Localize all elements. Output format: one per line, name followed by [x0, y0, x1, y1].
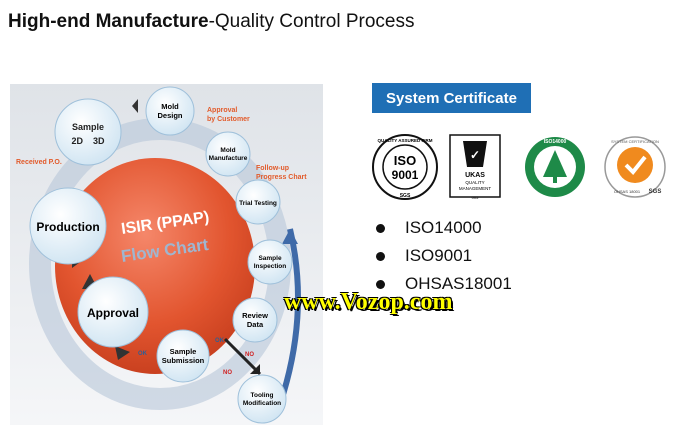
svg-text:Tooling: Tooling — [251, 392, 274, 399]
svg-text:Production: Production — [36, 220, 99, 234]
ukas-logo: ✓ UKAS QUALITY MANAGEMENT 005 — [449, 134, 501, 200]
list-item: ISO9001 — [376, 242, 512, 270]
annotation-ok-2: OK — [138, 351, 148, 357]
svg-text:QUALITY: QUALITY — [465, 180, 484, 185]
svg-text:ISO: ISO — [394, 153, 416, 168]
annotation-follow-up-2: Progress Chart — [256, 174, 307, 181]
page-title-rest: -Quality Control Process — [208, 11, 415, 32]
svg-text:Submission: Submission — [162, 356, 205, 365]
svg-text:MANAGEMENT: MANAGEMENT — [459, 186, 492, 191]
annotation-no-2: NO — [223, 370, 232, 376]
iso9001-sgs-logo: QUALITY ASSURED FIRM ISO 9001 SGS — [372, 134, 438, 200]
svg-text:Manufacture: Manufacture — [209, 155, 248, 162]
svg-text:Review: Review — [242, 311, 268, 320]
svg-text:Data: Data — [247, 320, 264, 329]
watermark-text: www.Vozop.com — [284, 289, 453, 315]
ppap-flowchart: ISIR (PPAP) Flow Chart Sample 2D 3D Mold… — [10, 84, 323, 425]
svg-text:ISO14000: ISO14000 — [544, 139, 567, 145]
svg-text:Inspection: Inspection — [254, 263, 287, 270]
svg-text:OHSAS 18001: OHSAS 18001 — [614, 189, 641, 194]
annotation-ok-1: OK — [215, 338, 225, 344]
annotation-approval-by-customer-1: Approval — [207, 107, 237, 114]
annotation-received-po: Received P.O. — [16, 159, 62, 166]
step-mold-manufacture: Mold Manufacture — [205, 131, 251, 177]
bullet-icon — [376, 279, 385, 289]
list-item: OHSAS18001 — [376, 270, 512, 298]
step-approval: Approval — [77, 276, 149, 348]
page-title-bold: High-end Manufacture — [8, 11, 209, 32]
step-mold-design: Mold Design — [145, 86, 195, 136]
svg-text:SYSTEM CERTIFICATION: SYSTEM CERTIFICATION — [611, 139, 659, 144]
arrow-up-icon — [282, 229, 298, 244]
list-item: ISO14000 — [376, 214, 512, 242]
svg-text:Sample: Sample — [258, 255, 282, 262]
step-tooling-modification: Tooling Modification — [237, 374, 287, 424]
step-sample-inspection: Sample Inspection — [247, 239, 293, 285]
step-sample: Sample 2D 3D — [54, 98, 122, 166]
bullet-icon — [376, 223, 385, 233]
svg-text:Mold: Mold — [161, 102, 179, 111]
step-production: Production — [29, 187, 107, 265]
svg-text:Mold: Mold — [220, 147, 235, 154]
bullet-icon — [376, 251, 385, 261]
svg-text:QUALITY ASSURED FIRM: QUALITY ASSURED FIRM — [377, 138, 432, 143]
step-review-data: Review Data — [232, 297, 278, 343]
page-title: High-end Manufacture-Quality Control Pro… — [8, 11, 414, 33]
svg-text:SGS: SGS — [400, 193, 411, 199]
svg-text:SGS: SGS — [649, 189, 662, 195]
ohsas18001-sgs-logo: SYSTEM CERTIFICATION OHSAS 18001 SGS — [604, 136, 666, 198]
annotation-no-1: NO — [245, 352, 254, 358]
svg-text:Modification: Modification — [243, 400, 281, 407]
svg-text:Sample: Sample — [170, 347, 197, 356]
svg-text:005: 005 — [472, 195, 479, 200]
svg-text:Trial Testing: Trial Testing — [239, 200, 277, 207]
svg-text:2D 3D: 2D 3D — [71, 136, 105, 146]
certificate-list: ISO14000 ISO9001 OHSAS18001 — [376, 214, 512, 298]
step-trial-testing: Trial Testing — [235, 179, 281, 225]
step-sample-submission: Sample Submission — [156, 329, 210, 383]
svg-text:9001: 9001 — [392, 168, 419, 182]
certificate-logos: QUALITY ASSURED FIRM ISO 9001 SGS ✓ UKAS… — [372, 134, 666, 200]
annotation-follow-up-1: Follow-up — [256, 165, 289, 172]
svg-text:Sample: Sample — [72, 122, 104, 132]
iso14000-logo: ISO14000 — [525, 137, 585, 197]
svg-text:Approval: Approval — [87, 306, 139, 320]
annotation-approval-by-customer-2: by Customer — [207, 116, 250, 123]
svg-text:Design: Design — [157, 111, 182, 120]
system-certificate-header: System Certificate — [372, 83, 531, 113]
svg-text:✓: ✓ — [470, 148, 480, 162]
svg-text:UKAS: UKAS — [465, 172, 485, 179]
